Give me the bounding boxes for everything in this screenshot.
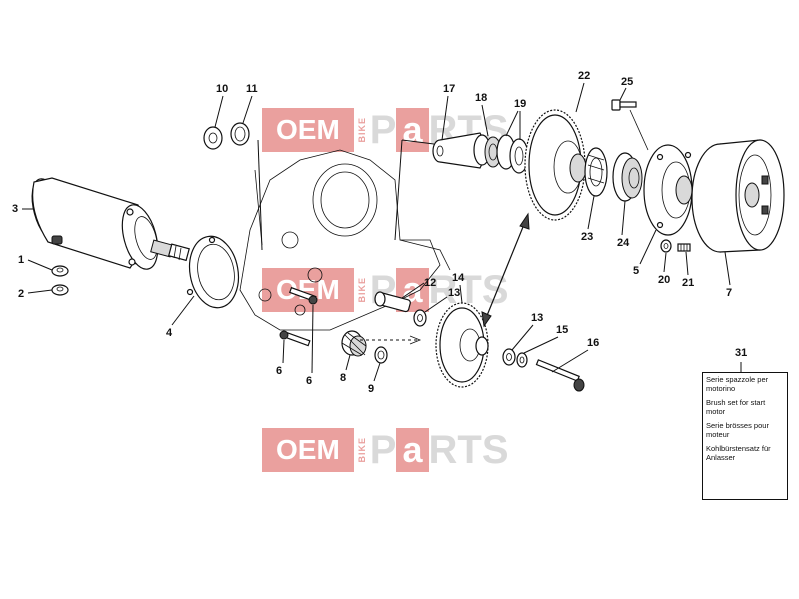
- callout-5: 5: [633, 265, 639, 277]
- legend-line-italian: Serie spazzole per motorino: [706, 375, 769, 393]
- washer-part-13a: [413, 309, 427, 327]
- callout-3: 3: [12, 203, 18, 215]
- watermark-a: a: [396, 428, 429, 472]
- nut-part-1: [51, 265, 69, 277]
- callout-24: 24: [617, 237, 630, 249]
- callout-13b: 13: [531, 312, 543, 324]
- pinion-part-8: [341, 330, 367, 357]
- watermark-p: P: [369, 427, 397, 472]
- legend-line-german: Kohlbürstensatz für Anlasser: [706, 444, 771, 462]
- clip-part-9: [374, 346, 388, 364]
- brush-set-legend: Serie spazzole per motorino Brush set fo…: [702, 372, 788, 500]
- callout-15: 15: [556, 324, 568, 336]
- bolt-part-16: [535, 359, 585, 392]
- callout-17: 17: [443, 83, 455, 95]
- screw-part-6b: [279, 330, 311, 347]
- watermark-p: P: [369, 107, 397, 152]
- washer-part-13b: [502, 348, 516, 366]
- callout-8: 8: [340, 372, 346, 384]
- callout-6a: 6: [276, 365, 282, 377]
- callout-14: 14: [452, 272, 465, 284]
- callout-18: 18: [475, 92, 487, 104]
- callout-2: 2: [18, 288, 24, 300]
- callout-4: 4: [166, 327, 173, 339]
- bearing-part-19: [496, 134, 529, 174]
- nut-part-2: [51, 284, 69, 296]
- gasket-part-4: [186, 235, 240, 309]
- bolt-part-25: [611, 99, 637, 111]
- callout-6b: 6: [306, 375, 312, 387]
- watermark-rts: RTS: [428, 427, 509, 472]
- bearing-part-18: [473, 134, 502, 168]
- callout-9: 9: [368, 383, 374, 395]
- callout-1: 1: [18, 254, 24, 266]
- callout-19: 19: [514, 98, 526, 110]
- washer-part-11: [230, 122, 250, 146]
- callout-12: 12: [424, 277, 436, 289]
- starter-motor: [31, 177, 190, 270]
- callout-labels: 1 2 3 4 5 6 6 7 8 9 10 11 12 13 13 14 15…: [12, 70, 732, 395]
- legend-line-english: Brush set for start motor: [706, 398, 766, 416]
- callout-25: 25: [621, 76, 633, 88]
- flywheel-part-7: [691, 139, 785, 253]
- gear-part-22: [524, 109, 587, 221]
- legend-line-french: Serie brösses pour moteur: [706, 421, 769, 439]
- watermark-oem: OEM: [262, 428, 354, 472]
- legend-number: 31: [735, 347, 748, 359]
- watermark-bottom: OEM BIKE P a RTS: [262, 428, 509, 472]
- gear-part-14: [435, 302, 489, 388]
- callout-16: 16: [587, 337, 599, 349]
- callout-23: 23: [581, 231, 593, 243]
- screw-part-6a: [288, 286, 318, 305]
- bolt-part-21: [677, 243, 691, 252]
- callout-10: 10: [216, 83, 228, 95]
- collar-part-15: [516, 352, 528, 368]
- crankcase-cover: [239, 149, 451, 331]
- sleeve-part-17: [432, 132, 486, 169]
- washer-part-20: [660, 239, 672, 253]
- callout-20: 20: [658, 274, 670, 286]
- shaft-part-12: [374, 291, 411, 313]
- callout-22: 22: [578, 70, 590, 82]
- bearing-part-23: [584, 147, 608, 197]
- flywheel-hub-part-5: [643, 144, 693, 236]
- callout-21: 21: [682, 277, 694, 289]
- callout-11: 11: [246, 83, 258, 95]
- bearing-part-24: [612, 152, 643, 202]
- callout-7: 7: [726, 287, 732, 299]
- callout-13a: 13: [448, 287, 460, 299]
- washer-part-10: [203, 126, 223, 150]
- watermark-oem: OEM: [262, 108, 354, 152]
- watermark-oem: OEM: [262, 268, 354, 312]
